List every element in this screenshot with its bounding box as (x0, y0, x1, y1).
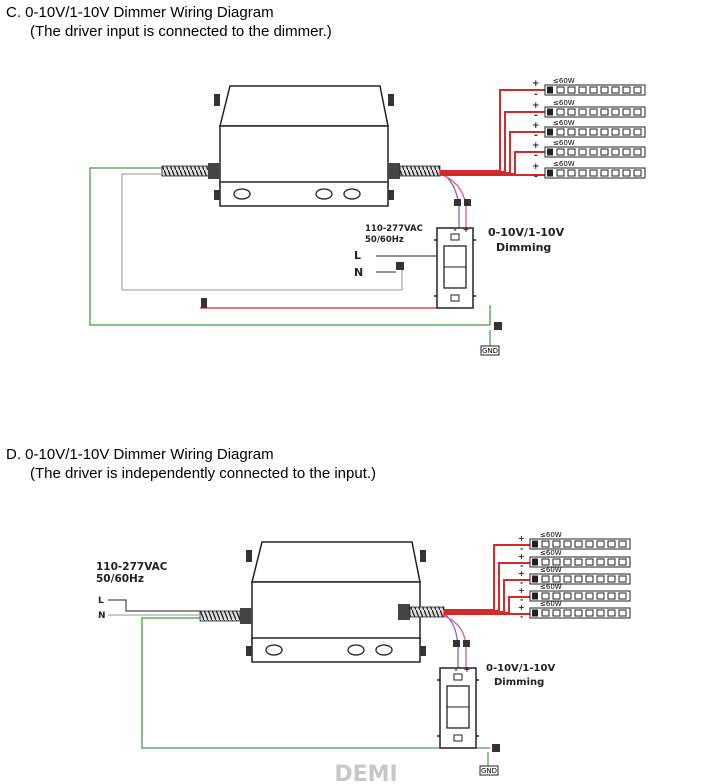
neutral-label: N (354, 266, 363, 279)
strip-minus: - (520, 561, 523, 570)
cable-gland-left (208, 163, 220, 179)
dimming-title: 0-10V/1-10V (486, 663, 555, 674)
led-strip (544, 84, 646, 96)
strip-minus: - (534, 111, 538, 121)
led-strip (544, 146, 646, 158)
dimming-sub: Dimming (496, 241, 551, 254)
strip-plus: + (532, 121, 540, 131)
led-strip (529, 607, 631, 619)
strip-plus: + (518, 534, 525, 543)
gnd-box (480, 345, 500, 356)
output-cable (409, 606, 445, 618)
line-wire (200, 296, 439, 309)
wire-nut (396, 262, 404, 270)
led-strip (544, 126, 646, 138)
cable-gland-right (398, 604, 410, 620)
strip-minus: - (534, 172, 538, 182)
supply-freq-label: 50/60Hz (96, 573, 144, 585)
strip-plus: + (518, 603, 525, 612)
section-d-title: D. 0-10V/1-10V Dimmer Wiring Diagram (6, 446, 274, 463)
dimming-title: 0-10V/1-10V (488, 226, 565, 239)
output-cable (399, 165, 441, 177)
dimmer-switch (433, 227, 477, 309)
section-c-subtitle: (The driver input is connected to the di… (30, 23, 332, 40)
load-label: ≤60W (553, 119, 575, 127)
strip-plus: + (518, 569, 525, 578)
load-label: ≤60W (540, 600, 562, 608)
led-driver-box (245, 541, 427, 663)
load-label: ≤60W (553, 139, 575, 147)
led-strip (544, 167, 646, 179)
dimmer-minus-label: - (453, 225, 456, 234)
load-label: ≤60W (540, 549, 562, 557)
strip-plus: + (532, 101, 540, 111)
neutral-label: N (98, 611, 106, 621)
strip-plus: + (532, 79, 540, 89)
led-load-group: ≤60W ≤60W ≤60W ≤60W ≤60W + + + + + - - -… (440, 77, 646, 182)
ground-connector (492, 744, 500, 752)
cable-gland-left (240, 608, 252, 624)
dimming-sub: Dimming (494, 677, 544, 688)
strip-minus: - (534, 151, 538, 161)
strip-minus: - (520, 595, 523, 604)
led-strip (544, 106, 646, 118)
ground-wire (89, 167, 491, 326)
load-label: ≤60W (553, 77, 575, 85)
line-label: L (98, 596, 104, 606)
strip-plus: + (518, 586, 525, 595)
section-c-title: C. 0-10V/1-10V Dimmer Wiring Diagram (6, 4, 274, 21)
strip-minus: - (534, 90, 538, 100)
section-d-subtitle: (The driver is independently connected t… (30, 465, 377, 482)
input-cable (161, 165, 211, 177)
gnd-label: GND (481, 767, 497, 775)
strip-plus: + (532, 141, 540, 151)
load-label: ≤60W (540, 566, 562, 574)
load-label: ≤60W (540, 583, 562, 591)
led-driver-box (213, 85, 395, 207)
strip-minus: - (520, 578, 523, 587)
watermark: DEMI (334, 762, 397, 784)
load-label: ≤60W (553, 160, 575, 168)
strip-minus: - (520, 612, 523, 621)
line-wire (108, 599, 200, 612)
led-strip (529, 538, 631, 550)
strip-minus: - (534, 131, 538, 141)
gnd-label: GND (482, 347, 498, 355)
ground-wire (141, 617, 490, 749)
gnd-box (479, 765, 499, 776)
dimmer-switch (436, 667, 480, 749)
cable-gland-right (388, 163, 400, 179)
dimmer-plus-label: + (463, 225, 470, 234)
section-d-diagram: GND - + 110-277VAC 50/60Hz L N 0-10V/1-1… (96, 531, 631, 776)
ground-connector (494, 322, 502, 330)
strip-minus: - (520, 544, 523, 553)
strip-plus: + (532, 162, 540, 172)
section-c-diagram: GND - + 110-277VAC 50/60Hz L N 0-10V/1-1… (89, 77, 646, 356)
dimmer-plus-label: + (464, 665, 471, 674)
dimmer-minus-label: - (454, 665, 457, 674)
wire-connector (201, 298, 207, 308)
supply-voltage-label: 110-277VAC (96, 561, 168, 573)
load-label: ≤60W (553, 99, 575, 107)
strip-plus: + (518, 552, 525, 561)
dim-pink-wire (439, 173, 467, 228)
input-cable (199, 610, 241, 622)
line-label: L (354, 249, 361, 262)
supply-freq-label: 50/60Hz (365, 235, 404, 245)
load-label: ≤60W (540, 531, 562, 539)
led-load-group: ≤60W ≤60W ≤60W ≤60W ≤60W + + + + + - - -… (444, 531, 631, 621)
supply-voltage-label: 110-277VAC (365, 224, 423, 234)
